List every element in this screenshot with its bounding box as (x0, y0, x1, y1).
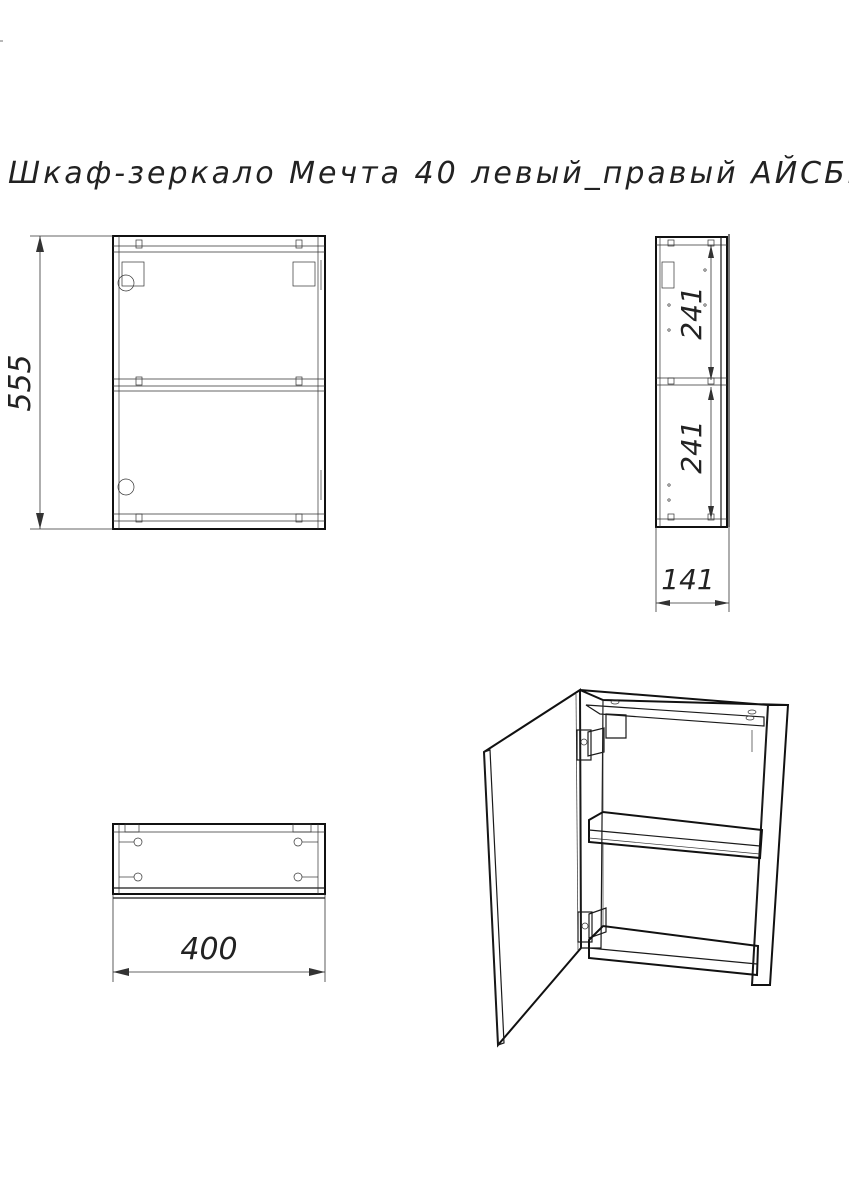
front-view (112, 235, 326, 530)
side-view (655, 234, 730, 528)
width-value: 400 (180, 932, 237, 967)
shelf-gap-top-dimension: 241 (675, 245, 714, 380)
isometric-view (482, 688, 790, 1048)
shelf-gap-bottom-dimension: 241 (675, 387, 714, 519)
height-dimension: 555 (3, 235, 113, 530)
top-view (112, 823, 326, 899)
height-value: 555 (3, 354, 38, 411)
shelf-gap-top-value: 241 (675, 286, 708, 339)
shelf-gap-bottom-value: 241 (675, 420, 708, 473)
depth-dimension: 141 (655, 527, 730, 612)
width-dimension: 400 (112, 894, 326, 982)
drawing-title: Шкаф-зеркало Мечта 40 левый_правый АЙСБЕ… (8, 155, 849, 191)
depth-value: 141 (661, 563, 714, 596)
